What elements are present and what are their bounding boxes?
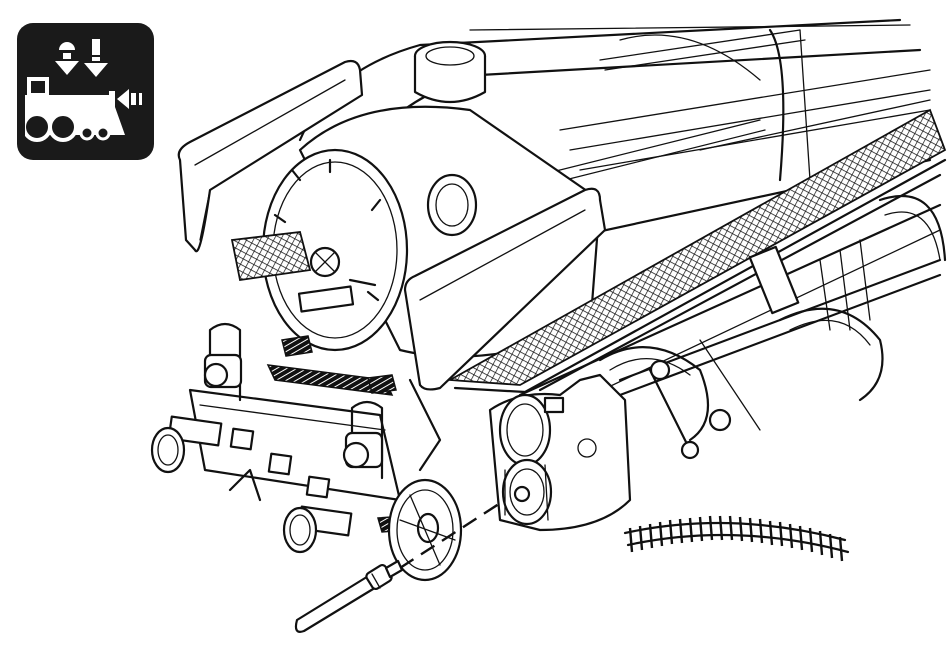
chimney xyxy=(415,42,485,102)
buffer-right xyxy=(284,507,351,552)
track-piece xyxy=(625,516,848,561)
axle-tool xyxy=(296,561,402,632)
gearbox-cover xyxy=(490,375,630,530)
headlamp-left xyxy=(205,324,241,400)
